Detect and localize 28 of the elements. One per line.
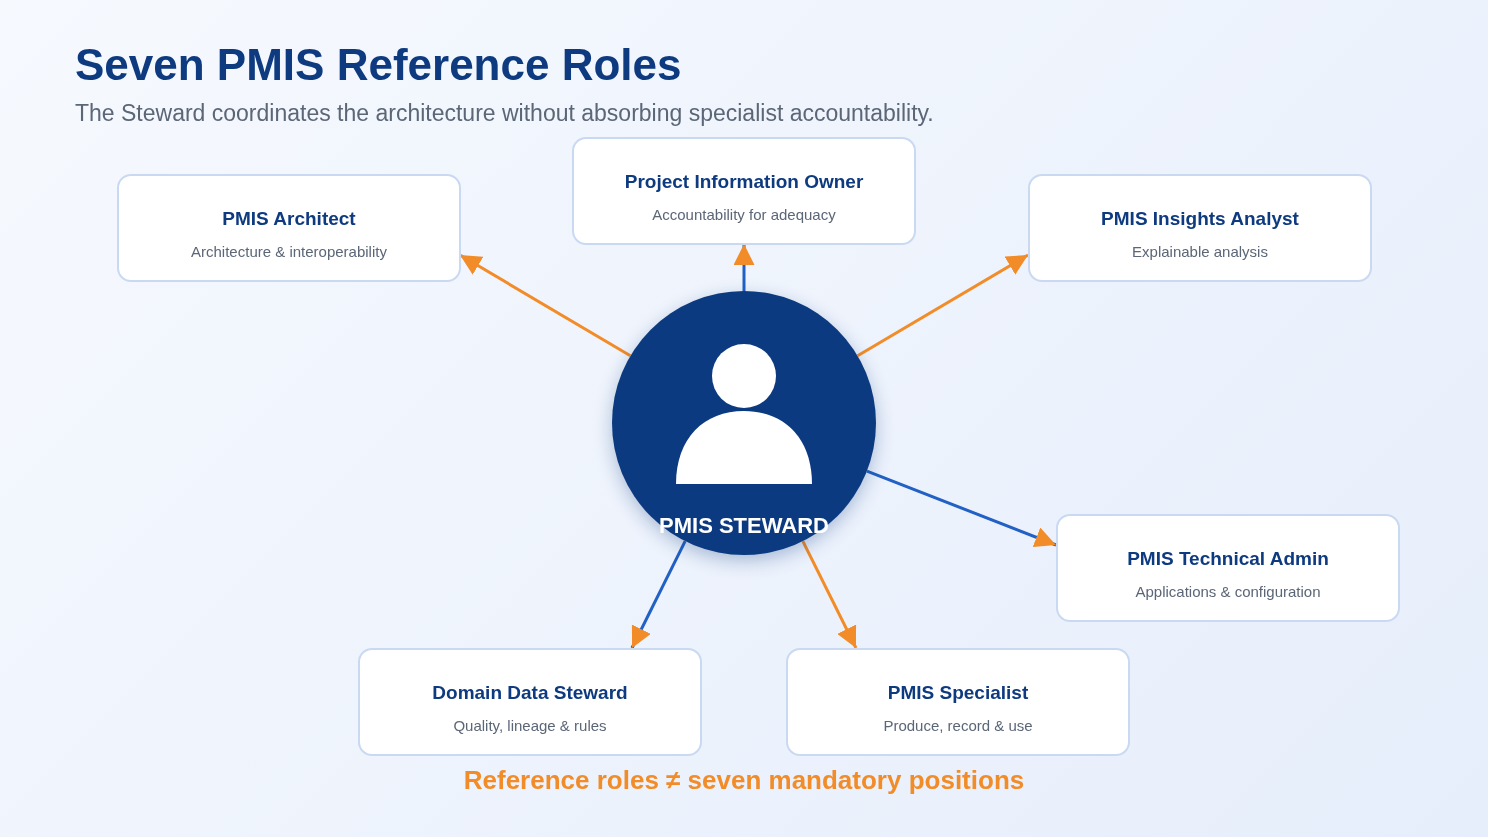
role-title: PMIS Architect xyxy=(221,208,357,230)
arrow xyxy=(733,244,755,291)
arrow xyxy=(866,469,1057,548)
arrow xyxy=(856,253,1029,358)
role-card xyxy=(358,648,702,756)
role-card xyxy=(1028,174,1372,282)
role-title: Domain Data Steward xyxy=(431,682,629,704)
role-title: PMIS Technical Admin xyxy=(1126,548,1330,570)
role-title: Project Information Owner xyxy=(623,171,865,193)
role-description: Accountability for adequacy xyxy=(651,206,837,223)
role-card xyxy=(1056,514,1400,622)
role-title: PMIS STEWARD xyxy=(658,513,830,539)
role-card xyxy=(786,648,1130,756)
role-description: Produce, record & use xyxy=(882,717,1034,734)
role-title: PMIS Specialist xyxy=(886,682,1030,704)
role-card xyxy=(572,137,916,245)
role-card xyxy=(117,174,461,282)
arrow xyxy=(801,540,858,649)
role-title: PMIS Insights Analyst xyxy=(1100,208,1300,230)
arrow xyxy=(459,253,632,358)
role-description: Architecture & interoperability xyxy=(190,243,388,260)
role-description: Applications & configuration xyxy=(1134,583,1322,600)
role-description: Explainable analysis xyxy=(1131,243,1269,260)
role-description: Quality, lineage & rules xyxy=(452,717,608,734)
title: Seven PMIS Reference Roles xyxy=(75,40,682,90)
arrow xyxy=(630,540,687,649)
footnote: Reference roles ≠ seven mandatory positions xyxy=(463,765,1025,796)
subtitle: The Steward coordinates the architecture without absorbing specialist accountability. xyxy=(75,100,934,127)
